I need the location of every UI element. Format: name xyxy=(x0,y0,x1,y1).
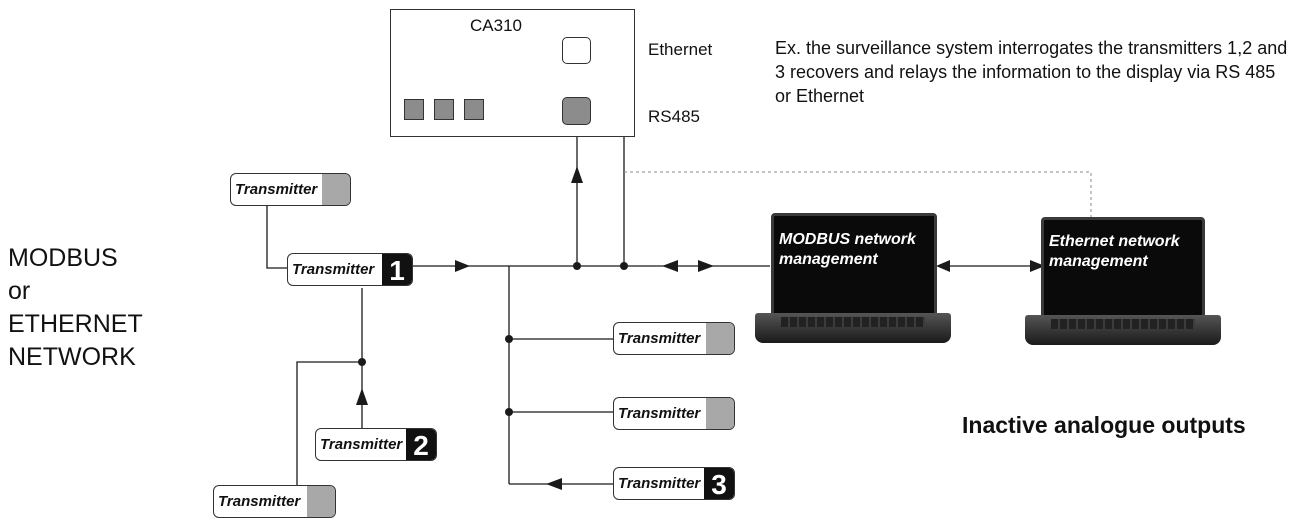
laptop-caption: MODBUS network management xyxy=(779,230,916,270)
transmitter-label: Transmitter xyxy=(218,493,301,510)
junction-dot xyxy=(358,358,366,366)
side-label-line: or xyxy=(8,277,31,305)
laptop-caption: Ethernet network management xyxy=(1049,232,1180,272)
device-name: CA310 xyxy=(470,16,522,35)
arrow-left-laptop xyxy=(936,260,950,272)
transmitter-label: Transmitter xyxy=(292,261,375,278)
arrow-left-bus xyxy=(662,260,678,272)
side-label-line: NETWORK xyxy=(8,343,136,371)
network-type-label: MODBUS or ETHERNET NETWORK xyxy=(8,242,143,374)
junction-dot xyxy=(573,262,581,270)
transmitter-branch-b: Transmitter xyxy=(613,397,735,430)
laptop-ethernet: Ethernet network management xyxy=(1025,217,1225,345)
transmitter-number: 1 xyxy=(382,254,412,285)
arrowheads xyxy=(356,56,1045,490)
transmitter-label: Transmitter xyxy=(320,436,403,453)
transmitter-label: Transmitter xyxy=(618,475,701,492)
indicator-block xyxy=(404,99,424,120)
arrow-left-tx3 xyxy=(546,478,562,490)
transmitter-cap xyxy=(706,398,734,429)
transmitter-cap xyxy=(322,174,350,205)
inactive-outputs-label: Inactive analogue outputs xyxy=(962,412,1246,438)
indicator-block xyxy=(434,99,454,120)
transmitter-top: Transmitter xyxy=(230,173,351,206)
caption-line: management xyxy=(1049,253,1148,270)
caption-line: Ethernet network xyxy=(1049,233,1180,250)
explanation-note: Ex. the surveillance system interrogates… xyxy=(775,38,1288,106)
link-top-transmitter xyxy=(266,205,289,269)
laptop-modbus: MODBUS network management xyxy=(755,213,955,343)
transmitter-3: Transmitter 3 xyxy=(613,467,735,500)
transmitter-2: Transmitter 2 xyxy=(315,428,437,461)
transmitter-number: 3 xyxy=(704,468,734,499)
side-label-line: ETHERNET xyxy=(8,310,143,338)
ethernet-label: Ethernet xyxy=(648,40,713,59)
indicator-block xyxy=(464,99,484,120)
arrow-right-laptop xyxy=(1030,260,1045,272)
transmitter-branch-a: Transmitter xyxy=(613,322,735,355)
ca310-device xyxy=(390,9,635,137)
side-label-line: MODBUS xyxy=(8,244,118,272)
arrow-up-rs485 xyxy=(571,166,583,183)
caption-line: MODBUS network xyxy=(779,231,916,248)
arrow-up-tx2 xyxy=(356,388,368,405)
arrow-right-bus-2 xyxy=(698,260,714,272)
junction-dot xyxy=(505,335,513,343)
transmitter-label: Transmitter xyxy=(235,181,318,198)
rs485-port xyxy=(562,97,591,125)
caption-line: management xyxy=(779,251,878,268)
transmitter-label: Transmitter xyxy=(618,330,701,347)
rs485-label: RS485 xyxy=(648,107,700,126)
transmitter-bottom: Transmitter xyxy=(213,485,336,518)
transmitter-1: Transmitter 1 xyxy=(287,253,413,286)
laptop-keyboard xyxy=(1051,319,1195,329)
ethernet-port xyxy=(562,37,591,64)
transmitter-number: 2 xyxy=(406,429,436,460)
arrow-right-bus xyxy=(455,260,470,272)
transmitter-cap xyxy=(307,486,335,517)
junction-dot xyxy=(620,262,628,270)
transmitter-label: Transmitter xyxy=(618,405,701,422)
laptop-keyboard xyxy=(781,317,925,327)
transmitter-cap xyxy=(706,323,734,354)
junction-dot xyxy=(505,408,513,416)
